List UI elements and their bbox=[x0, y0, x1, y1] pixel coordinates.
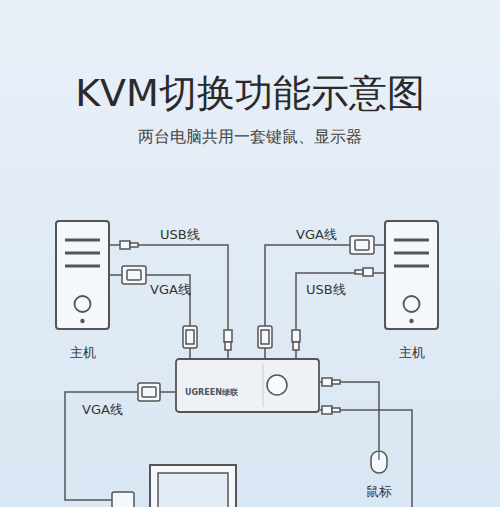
diagram-title: KVM切换功能示意图 bbox=[0, 68, 500, 119]
vga-plug bbox=[122, 266, 146, 284]
vga-plug bbox=[138, 383, 160, 401]
brand-logo: UGREEN绿联 bbox=[185, 387, 238, 398]
monitor bbox=[150, 465, 236, 507]
mouse-shape bbox=[370, 450, 388, 474]
shape-part bbox=[394, 239, 429, 242]
cable-connector bbox=[110, 275, 190, 358]
shape-part bbox=[65, 239, 100, 242]
monitor-screen bbox=[158, 473, 228, 507]
shape-part bbox=[409, 319, 413, 323]
usb-plug bbox=[363, 268, 373, 276]
host-computer: 主机 bbox=[55, 220, 110, 330]
kvm-switch-shape bbox=[175, 358, 320, 413]
shape-part bbox=[56, 221, 109, 329]
vga-plug bbox=[355, 240, 369, 250]
usb-plug bbox=[332, 408, 340, 412]
shape-part bbox=[75, 296, 91, 312]
usb-plug bbox=[322, 378, 332, 386]
usb-plug bbox=[225, 342, 231, 350]
cable-label: VGA线 bbox=[296, 226, 337, 244]
host-computer: 主机 bbox=[384, 220, 439, 330]
vga-plug bbox=[183, 326, 197, 348]
shape-part bbox=[80, 319, 84, 323]
vga-plug bbox=[112, 492, 134, 507]
shape-part bbox=[371, 451, 387, 473]
shape-part bbox=[378, 451, 379, 460]
cable-label: VGA线 bbox=[82, 401, 123, 419]
vga-plug bbox=[350, 236, 374, 254]
cable-label: VGA线 bbox=[150, 281, 191, 299]
usb-plug bbox=[322, 406, 332, 414]
shape-part bbox=[65, 265, 100, 268]
host-computer-shape bbox=[384, 220, 439, 330]
host-computer-shape bbox=[55, 220, 110, 330]
vga-plug bbox=[142, 387, 156, 397]
mouse: 鼠标 bbox=[370, 450, 388, 474]
vga-plug bbox=[261, 330, 269, 344]
shape-part bbox=[394, 252, 429, 255]
vga-plug bbox=[258, 326, 272, 348]
shape-part bbox=[263, 364, 264, 407]
cable-connector bbox=[296, 273, 384, 358]
subtitle: 两台电脑共用一套键鼠、显示器 bbox=[0, 127, 500, 148]
usb-plug bbox=[120, 241, 130, 249]
usb-plug bbox=[332, 380, 340, 384]
cable-connector bbox=[110, 245, 228, 358]
shape-part bbox=[404, 296, 420, 312]
usb-plug bbox=[292, 330, 300, 342]
shape-part bbox=[385, 221, 438, 329]
cable-connector bbox=[265, 245, 384, 358]
usb-plug bbox=[224, 330, 232, 342]
vga-plug bbox=[186, 330, 194, 344]
shape-part bbox=[176, 359, 319, 412]
device-label: 主机 bbox=[372, 344, 452, 362]
cable-label: USB线 bbox=[160, 226, 200, 244]
shape-part bbox=[65, 252, 100, 255]
kvm-switch: UGREEN绿联 bbox=[175, 358, 320, 413]
shape-part bbox=[394, 265, 429, 268]
usb-plug bbox=[130, 243, 138, 247]
device-label: 鼠标 bbox=[339, 483, 419, 501]
usb-plug bbox=[355, 270, 363, 274]
device-label: 主机 bbox=[43, 344, 123, 362]
cable-label: USB线 bbox=[306, 281, 346, 299]
shape-part bbox=[267, 375, 287, 395]
cable-connector bbox=[320, 382, 379, 450]
usb-plug bbox=[293, 342, 299, 350]
vga-plug bbox=[127, 270, 141, 280]
